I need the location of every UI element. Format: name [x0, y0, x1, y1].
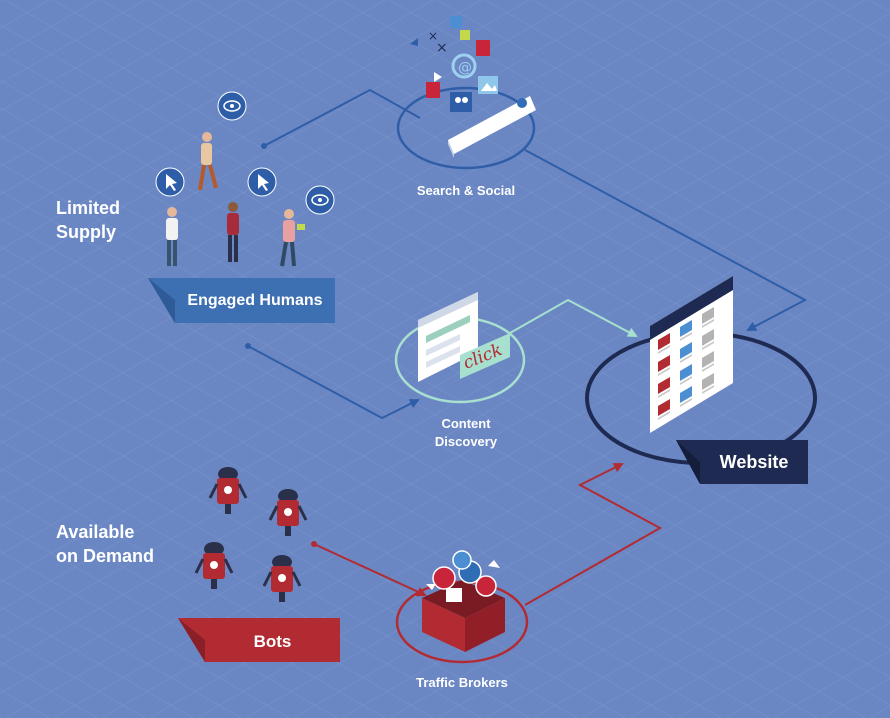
website-row-block — [658, 333, 670, 354]
search-bar-graphic — [448, 96, 536, 158]
flow-humans-to-content — [245, 343, 420, 420]
flow-search-to-website — [524, 149, 808, 331]
flow-brokers-to-website — [524, 463, 663, 606]
social-icons-cluster: @ × × — [410, 16, 498, 112]
search-social-label: Search & Social — [416, 183, 516, 198]
website-row-block — [658, 377, 670, 398]
svg-text:@: @ — [458, 60, 472, 76]
bot-icon — [268, 489, 308, 536]
website-row-block — [702, 351, 714, 372]
available-on-demand-line-2: on Demand — [56, 546, 155, 566]
cursor-bubble-icon — [247, 167, 277, 197]
person-walking — [198, 132, 218, 191]
flow-content-to-website — [509, 298, 638, 337]
engaged-humans-group — [155, 91, 335, 267]
website-row-block — [658, 355, 670, 376]
cursor-bubble-icon — [155, 167, 185, 197]
bot-icon — [208, 467, 248, 514]
svg-text:×: × — [436, 40, 448, 56]
website-row-block — [702, 329, 714, 350]
content-discovery-line-2: Discovery — [434, 434, 498, 449]
website-row-block — [702, 307, 714, 328]
website-row-block — [680, 386, 692, 407]
website-row-block — [702, 373, 714, 394]
limited-supply-label: Limited Supply — [56, 196, 120, 244]
website-content-rows — [658, 307, 714, 420]
website-banner-label: Website — [719, 452, 789, 472]
traffic-broker-box — [422, 550, 505, 652]
bots-banner — [178, 618, 340, 662]
available-on-demand-line-1: Available — [56, 522, 135, 542]
search-social-ring — [396, 86, 536, 170]
website-row-block — [680, 342, 692, 363]
website-banner — [676, 440, 808, 484]
browser-window-graphic — [418, 292, 478, 382]
website-row-block — [680, 320, 692, 341]
eye-bubble-icon — [305, 185, 335, 215]
content-discovery-line-1: Content — [441, 416, 491, 431]
bot-icon — [262, 555, 302, 602]
person-phone — [166, 207, 178, 266]
person-tablet — [280, 209, 305, 267]
engaged-humans-banner — [148, 278, 335, 323]
available-on-demand-label: Available on Demand — [56, 520, 154, 568]
bots-group — [194, 467, 308, 602]
flow-bots-to-brokers — [311, 541, 427, 597]
flow-humans-to-search — [261, 88, 421, 149]
traffic-brokers-label: Traffic Brokers — [416, 675, 508, 690]
website-row-block — [680, 364, 692, 385]
person-phone — [227, 202, 239, 262]
svg-text:×: × — [428, 29, 438, 43]
website-row-block — [658, 399, 670, 420]
bot-icon — [194, 542, 234, 589]
eye-bubble-icon — [217, 91, 247, 121]
limited-supply-line-2: Supply — [56, 222, 117, 242]
content-discovery-label: Content Discovery — [396, 415, 536, 451]
bots-banner-label: Bots — [253, 632, 292, 651]
limited-supply-line-1: Limited — [56, 198, 121, 218]
engaged-humans-banner-label: Engaged Humans — [187, 292, 323, 309]
